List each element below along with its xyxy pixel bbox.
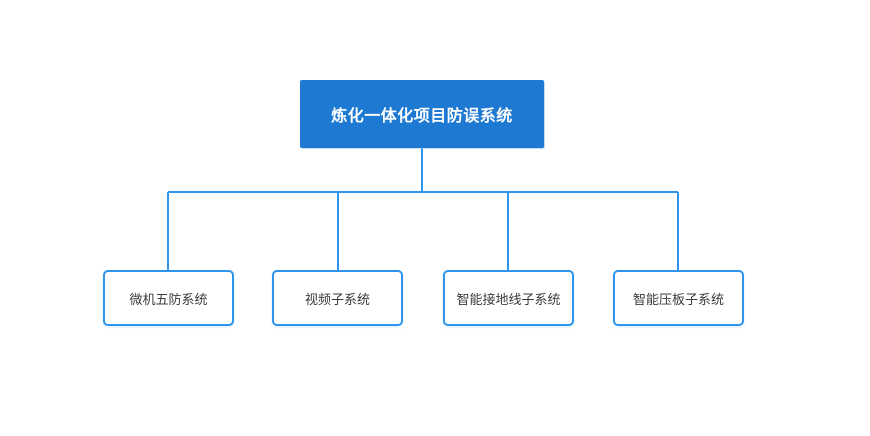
child-node-wujifang[interactable]: 微机五防系统 <box>103 270 234 326</box>
root-node-label: 炼化一体化项目防误系统 <box>331 108 513 125</box>
child-node-label: 智能压板子系统 <box>632 291 724 307</box>
child-node-video[interactable]: 视频子系统 <box>272 270 403 326</box>
child-node-label: 智能接地线子系统 <box>456 291 561 307</box>
root-node[interactable]: 炼化一体化项目防误系统 <box>300 80 544 148</box>
child-node-grounding[interactable]: 智能接地线子系统 <box>443 270 574 326</box>
child-node-label: 视频子系统 <box>304 291 370 307</box>
child-node-label: 微机五防系统 <box>129 291 208 307</box>
child-node-pressure-plate[interactable]: 智能压板子系统 <box>613 270 744 326</box>
